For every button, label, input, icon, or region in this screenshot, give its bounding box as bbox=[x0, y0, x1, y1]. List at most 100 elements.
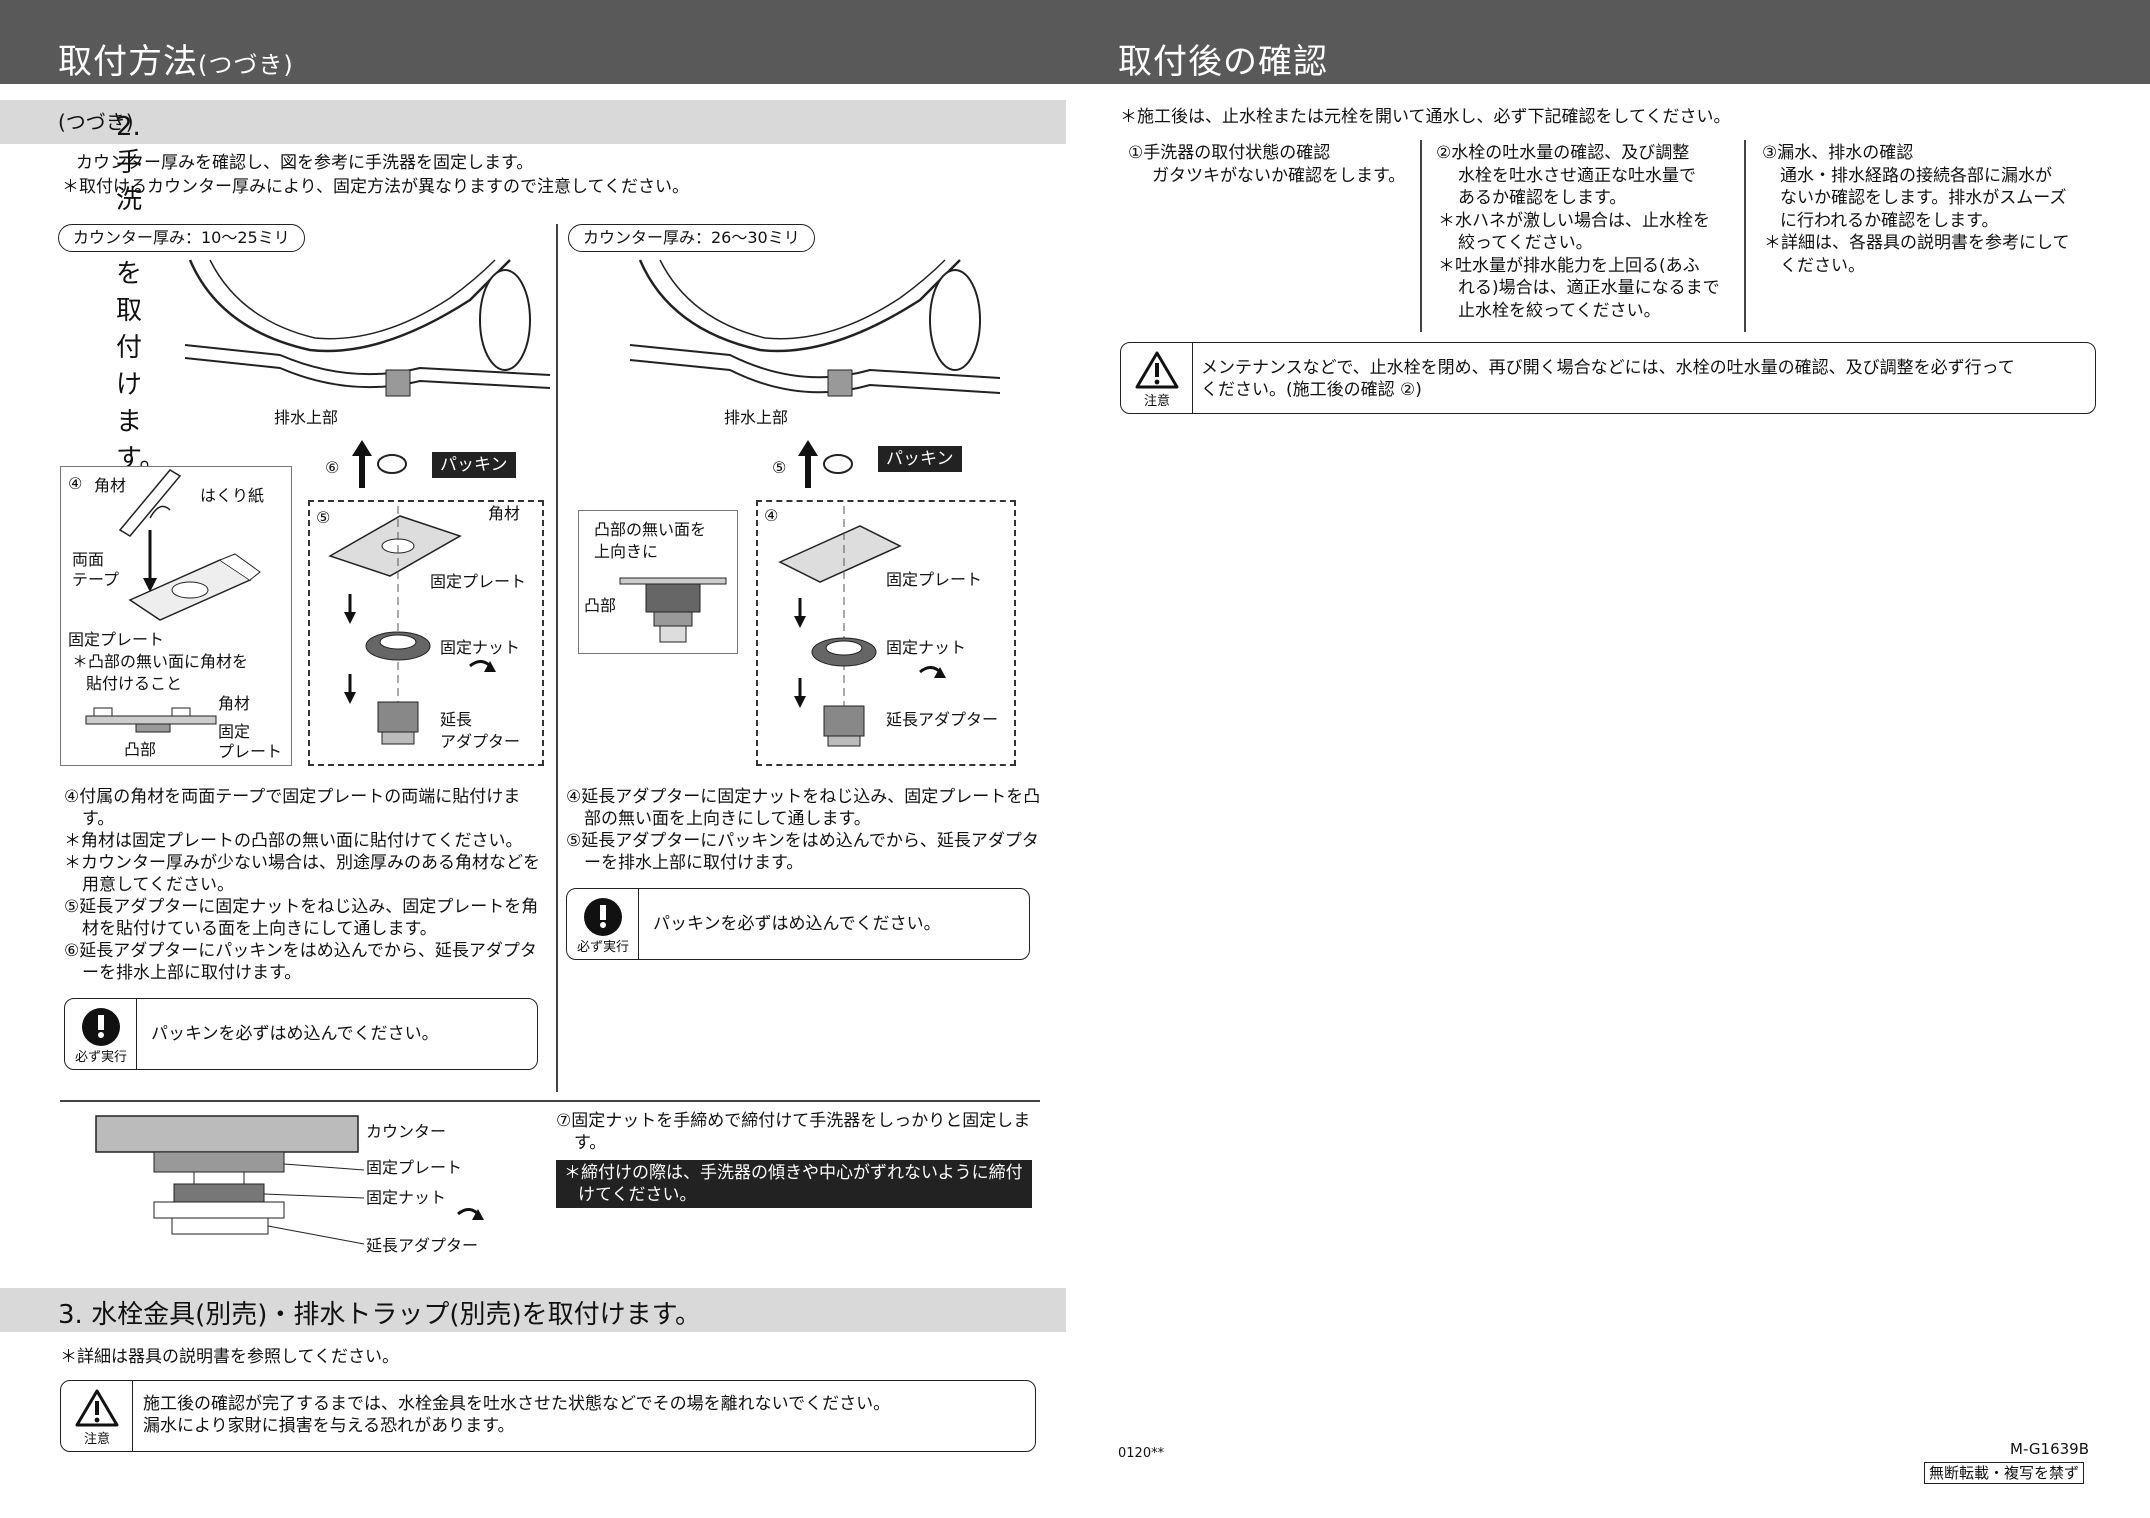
left-kotei-2: プレート bbox=[218, 742, 283, 761]
right-inset-illustration bbox=[619, 577, 727, 643]
bottom-counter-label: カウンター bbox=[366, 1122, 447, 1141]
check-col-2: ②水栓の吐水量の確認、及び調整 水栓を吐水させ適正な吐水量で あるか確認をします… bbox=[1436, 142, 1720, 322]
left-plate2-label: 固定プレート bbox=[430, 572, 527, 591]
left-title: 取付方法(つづき) bbox=[58, 42, 294, 82]
left-kakuzai-label: 角材 bbox=[94, 476, 127, 495]
section3-caution-ico-cell: 注意 bbox=[61, 1381, 133, 1451]
check-col2-line: ＊吐水量が排水能力を上回る(あふ bbox=[1438, 255, 1700, 276]
check-col2-line: れる)場合は、適正水量になるまで bbox=[1458, 278, 1720, 298]
must-do-icon bbox=[82, 1008, 120, 1046]
left-must-label: 必ず実行 bbox=[74, 1050, 127, 1065]
right-stack-illustration bbox=[778, 506, 946, 747]
left-adapter-2: アダプター bbox=[440, 732, 521, 751]
left-step5: ⑤ bbox=[316, 508, 331, 527]
left-plate-label: 固定プレート bbox=[68, 630, 165, 649]
section3-caution-label: 注意 bbox=[83, 1432, 110, 1447]
right-drain-top-label: 排水上部 bbox=[724, 408, 789, 427]
right-basin-illustration bbox=[629, 259, 1001, 397]
must-do-icon bbox=[584, 898, 622, 936]
step-7-note: ＊締付けの際は、手洗器の傾きや中心がずれないように締付けてください。 bbox=[556, 1160, 1032, 1208]
right-title: 取付後の確認 bbox=[1118, 42, 1328, 82]
section3-caution-box: 注意 施工後の確認が完了するまでは、水栓金具を吐水させた状態などでその場を離れな… bbox=[60, 1380, 1036, 1452]
footer-code: 0120** bbox=[1118, 1446, 1165, 1461]
check-col3-line: ください。 bbox=[1780, 255, 1865, 276]
section2-title: 2. 手洗器を取付けます。(つづき) bbox=[58, 110, 166, 474]
left-must-ico-cell: 必ず実行 bbox=[65, 999, 137, 1069]
section3-caution-line2: 漏水により家財に損害を与える恐れがあります。 bbox=[143, 1416, 515, 1436]
left-dashed-box bbox=[308, 500, 544, 766]
left-must-box: 必ず実行 パッキンを必ずはめ込んでください。 bbox=[64, 998, 538, 1070]
left-inset-note-1: ＊凸部の無い面に角材を bbox=[72, 652, 249, 671]
left-step-4-text: ④付属の角材を両面テープで固定プレートの両端に貼付けます。 bbox=[64, 787, 521, 829]
check-col2-line: ②水栓の吐水量の確認、及び調整 bbox=[1436, 143, 1690, 163]
check-col3-line: ＊詳細は、各器具の説明書を参考にして bbox=[1764, 233, 2070, 253]
section2-intro-2: ＊取付けるカウンター厚みにより、固定方法が異なりますので注意してください。 bbox=[62, 177, 689, 197]
section2-intro-1: カウンター厚みを確認し、図を参考に手洗器を固定します。 bbox=[76, 153, 534, 173]
check-col3-line: ないか確認をします。排水がスムーズ bbox=[1780, 188, 2067, 208]
column-divider bbox=[556, 224, 558, 1092]
check-col1-line: ①手洗器の取付状態の確認 bbox=[1128, 143, 1331, 163]
left-kakuzai2-label: 角材 bbox=[218, 694, 251, 713]
left-totsubu-label: 凸部 bbox=[124, 740, 157, 759]
left-hakurishi-label: はくり紙 bbox=[200, 486, 265, 505]
check-caution-line1: メンテナンスなどで、止水栓を閉め、再び開く場合などには、水栓の吐水量の確認、及び… bbox=[1201, 358, 2015, 378]
warning-icon bbox=[75, 1389, 119, 1427]
left-kotei-1: 固定 bbox=[218, 722, 251, 741]
section2-title-bar: 2. 手洗器を取付けます。(つづき) bbox=[0, 100, 1066, 474]
check-col2-line: 絞ってください。 bbox=[1458, 233, 1593, 253]
right-step-4-text: ④延長アダプターに固定ナットをねじ込み、固定プレートを凸部の無い面を上向きにして… bbox=[566, 787, 1041, 829]
check-col-3: ③漏水、排水の確認 通水・排水経路の接続各部に漏水が ないか確認をします。排水が… bbox=[1762, 142, 2070, 277]
right-inset-2: 上向きに bbox=[594, 542, 659, 561]
check-intro: ＊施工後は、止水栓または元栓を開いて通水し、必ず下記確認をしてください。 bbox=[1120, 107, 1731, 127]
left-ryomen-2: テープ bbox=[72, 570, 120, 589]
section3-title: 3. 水栓金具(別売)・排水トラップ(別売)を取付けます。 bbox=[58, 1300, 702, 1330]
section3-title-bar: 3. 水栓金具(別売)・排水トラップ(別売)を取付けます。 bbox=[0, 1288, 1066, 1332]
right-must-box: 必ず実行 パッキンを必ずはめ込んでください。 bbox=[566, 888, 1030, 960]
check-col-1: ①手洗器の取付状態の確認 ガタツキがないか確認をします。 bbox=[1128, 142, 1405, 187]
left-inset-step4: ④ bbox=[68, 474, 83, 493]
check-col2-line: 止水栓を絞ってください。 bbox=[1458, 300, 1661, 321]
right-adapter-label: 延長アダプター bbox=[886, 710, 999, 729]
bottom-adapter-label: 延長アダプター bbox=[366, 1236, 479, 1255]
header-bar: 取付方法(つづき) 取付後の確認 bbox=[0, 0, 2150, 84]
section2-bottom-separator bbox=[60, 1100, 1040, 1102]
right-plate-label: 固定プレート bbox=[886, 570, 983, 589]
left-step-note-1: ＊角材は固定プレートの凸部の無い面に貼付けてください。 bbox=[64, 831, 523, 851]
left-step-note-2: ＊カウンター厚みが少ない場合は、別途厚みのある角材などを用意してください。 bbox=[64, 853, 540, 895]
left-inset-illustration bbox=[118, 469, 261, 621]
left-packing-illustration bbox=[352, 440, 407, 488]
check-caution-box: 注意 メンテナンスなどで、止水栓を閉め、再び開く場合などには、水栓の吐水量の確認… bbox=[1120, 342, 2096, 414]
right-packing-label: パッキン bbox=[878, 446, 962, 472]
left-drain-top-label: 排水上部 bbox=[274, 408, 339, 427]
left-thickness-pill: カウンター厚み：10〜25ミリ bbox=[58, 224, 305, 252]
check-col1-line: ガタツキがないか確認をします。 bbox=[1152, 165, 1406, 186]
bottom-plate-label: 固定プレート bbox=[366, 1158, 463, 1177]
right-inset-1: 凸部の無い面を bbox=[594, 520, 707, 539]
section3-note: ＊詳細は器具の説明書を参照してください。 bbox=[60, 1347, 399, 1367]
right-step4: ④ bbox=[764, 506, 779, 525]
right-totsubu-label: 凸部 bbox=[584, 596, 617, 615]
check-col3-line: ③漏水、排水の確認 bbox=[1762, 143, 1914, 163]
check-divider-1 bbox=[1420, 140, 1422, 332]
right-step-5-text: ⑤延長アダプターにパッキンをはめ込んでから、延長アダプターを排水上部に取付けます… bbox=[566, 831, 1039, 873]
left-inset-note-2: 貼付けること bbox=[86, 674, 183, 693]
check-divider-2 bbox=[1744, 140, 1746, 332]
footer-doc-id: M-G1639B bbox=[2010, 1440, 2089, 1458]
right-packing-illustration bbox=[798, 440, 853, 488]
warning-icon bbox=[1135, 351, 1179, 389]
right-step5: ⑤ bbox=[772, 458, 787, 477]
check-col2-line: あるか確認をします。 bbox=[1458, 188, 1627, 208]
bottom-nut-label: 固定ナット bbox=[366, 1188, 447, 1207]
footer-copyright: 無断転載・複写を禁ず bbox=[1924, 1462, 2085, 1484]
check-caution-line2: ください。(施工後の確認 ②) bbox=[1201, 380, 1422, 400]
left-ryomen-1: 両面 bbox=[72, 550, 105, 569]
left-plate-section-illustration bbox=[85, 707, 217, 733]
left-stack-illustration bbox=[328, 506, 496, 745]
section3-caution-line1: 施工後の確認が完了するまでは、水栓金具を吐水させた状態などでその場を離れないでく… bbox=[143, 1394, 891, 1414]
right-must-label: 必ず実行 bbox=[576, 940, 629, 955]
right-thickness-pill: カウンター厚み：26〜30ミリ bbox=[568, 224, 815, 252]
left-step-5-text: ⑤延長アダプターに固定ナットをねじ込み、固定プレートを角材を貼付けている面を上向… bbox=[64, 897, 539, 939]
right-nut-label: 固定ナット bbox=[886, 638, 967, 657]
check-caution-label: 注意 bbox=[1143, 394, 1170, 409]
check-col2-line: ＊水ハネが激しい場合は、止水栓を bbox=[1438, 210, 1710, 231]
